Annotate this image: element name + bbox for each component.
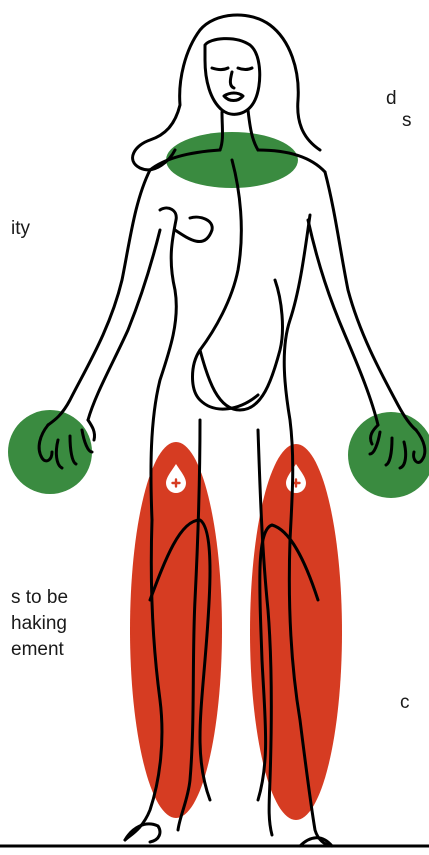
nose [230, 72, 234, 88]
chest [175, 217, 212, 241]
hip [200, 280, 282, 410]
left-arm [48, 170, 160, 425]
annotation-bottom-left-2: haking [11, 611, 67, 637]
annotation-top-right-2: s [402, 108, 412, 134]
annotation-bottom-right: c [400, 690, 410, 716]
right-hand-zone [348, 412, 429, 498]
feet [125, 824, 332, 846]
mouth [224, 93, 243, 101]
annotation-top-right-1: d [386, 86, 397, 112]
annotation-bottom-left-3: ement [11, 637, 64, 663]
right-arm [308, 172, 416, 430]
eyes [212, 68, 252, 70]
annotation-bottom-left-1: s to be [11, 585, 68, 611]
torso-center [193, 160, 259, 409]
annotation-left: ity [11, 216, 30, 242]
